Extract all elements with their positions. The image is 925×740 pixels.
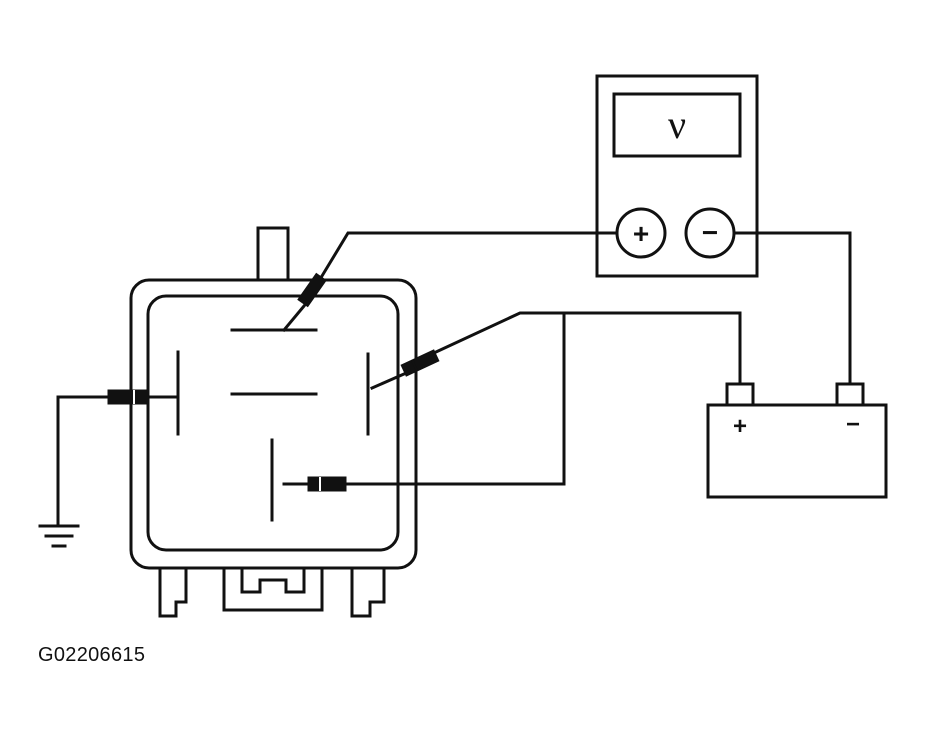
relay-outer-case xyxy=(129,278,418,570)
battery-negative-post xyxy=(835,382,865,407)
battery-body xyxy=(706,403,888,499)
relay-bottom-connector xyxy=(222,566,324,612)
wiring xyxy=(56,231,852,526)
relay-inner-case xyxy=(146,294,400,552)
probe-lead-right xyxy=(370,372,406,390)
voltmeter: ν + − xyxy=(595,74,759,278)
relay xyxy=(129,226,418,618)
test-probes xyxy=(107,272,440,492)
voltmeter-positive-sign: + xyxy=(633,218,649,249)
wire-battery-positive xyxy=(434,311,742,386)
relay-bottom-tab-right xyxy=(350,566,386,618)
voltmeter-display xyxy=(612,92,742,158)
ground-icon xyxy=(38,524,80,548)
figure-id: G02206615 xyxy=(38,644,146,666)
probe-left xyxy=(107,389,147,405)
voltmeter-body xyxy=(595,74,759,278)
probe-bottom xyxy=(307,476,347,492)
relay-bottom-tab-left xyxy=(158,566,188,618)
probe-right xyxy=(400,349,440,377)
wire-voltmeter-negative xyxy=(732,231,852,386)
wire-ground xyxy=(56,395,112,526)
wire-battery-to-bottom-terminal xyxy=(344,311,566,486)
battery: + − xyxy=(706,382,888,499)
voltmeter-negative-sign: − xyxy=(702,217,718,248)
probe-lead-top xyxy=(281,303,307,333)
relay-top-tab xyxy=(256,226,290,282)
wire-voltmeter-positive xyxy=(319,231,619,279)
battery-negative-label: − xyxy=(846,411,860,438)
probe-top xyxy=(297,272,327,308)
battery-positive-label: + xyxy=(733,413,747,440)
battery-positive-post xyxy=(725,382,755,407)
voltmeter-display-symbol: ν xyxy=(668,102,686,147)
